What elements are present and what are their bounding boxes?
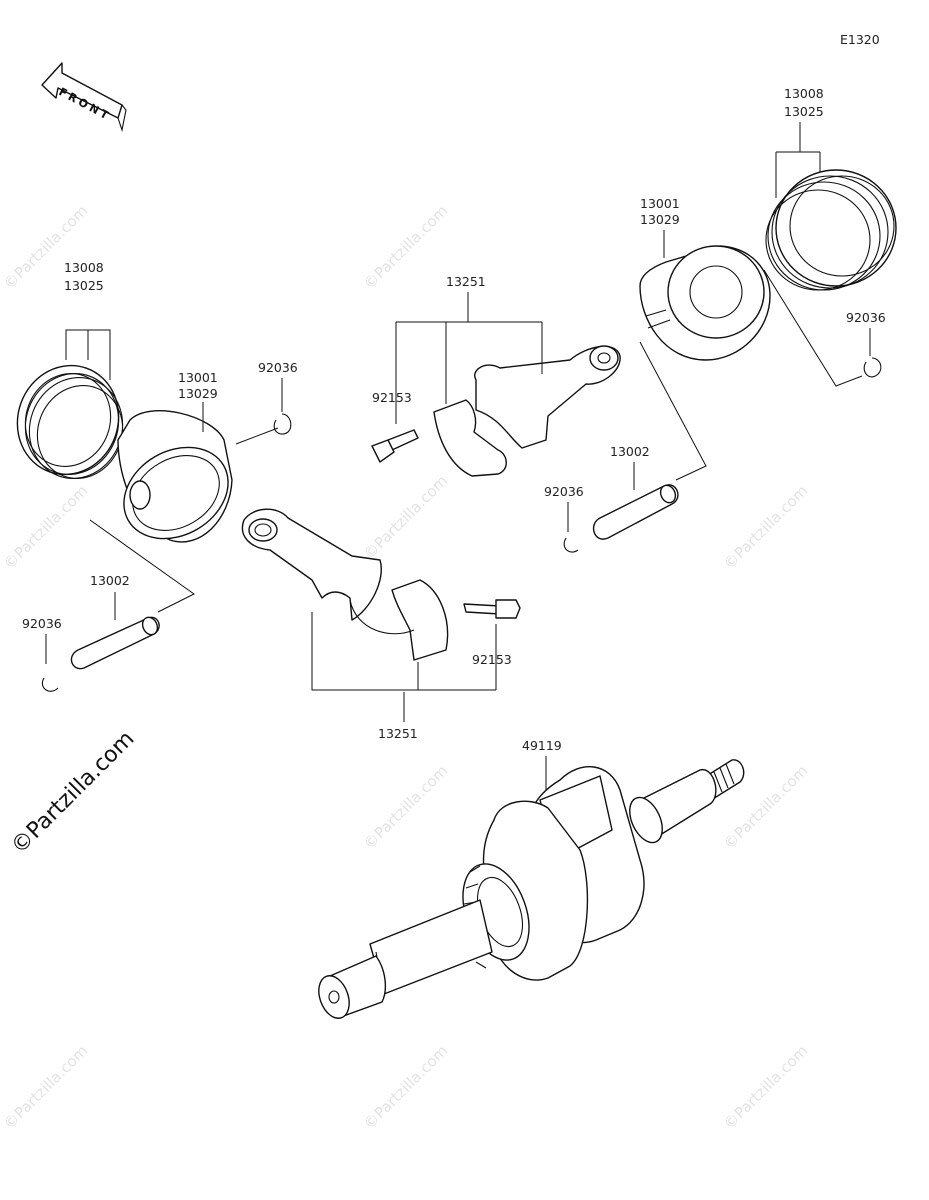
leader-line — [235, 378, 283, 445]
leader-line — [89, 519, 195, 613]
part-number-13002-left: 13002 — [90, 573, 130, 588]
part-number-13251-center: 13251 — [446, 274, 486, 289]
part-number-13029-right: 13029 — [640, 212, 680, 227]
left-piston — [117, 410, 233, 543]
right-piston — [639, 245, 771, 361]
left-rod-bolt — [463, 599, 521, 619]
right-circlip-top — [863, 357, 882, 378]
watermark-text: ©Partzilla.com — [720, 482, 811, 573]
leader-line — [395, 292, 543, 424]
part-number-92036-right-top: 92036 — [846, 310, 886, 325]
left-circlip-bottom — [41, 677, 59, 692]
watermark-text: ©Partzilla.com — [360, 762, 451, 853]
part-number-92036-right-bottom: 92036 — [544, 484, 584, 499]
leader-line — [639, 341, 707, 481]
right-piston-rings — [765, 169, 897, 291]
center-connecting-rod — [433, 345, 621, 477]
watermark-text: ©Partzilla.com — [360, 202, 451, 293]
part-number-92153-center: 92153 — [372, 390, 412, 405]
partzilla-logo-text: ©Partzilla.com — [7, 726, 140, 859]
watermark-text: ©Partzilla.com — [360, 1042, 451, 1133]
part-number-13001-right: 13001 — [640, 196, 680, 211]
front-arrow-icon: FRONT — [41, 62, 127, 133]
part-number-13025-right: 13025 — [784, 104, 824, 119]
right-circlip-bottom — [563, 537, 579, 553]
center-rod-bolt — [371, 429, 419, 463]
leader-line — [65, 329, 111, 380]
part-number-92153-left: 92153 — [472, 652, 512, 667]
watermark-text: ©Partzilla.com — [0, 1042, 91, 1133]
part-number-13001-left: 13001 — [178, 370, 218, 385]
crankshaft — [318, 759, 745, 1019]
part-number-13008-right: 13008 — [784, 86, 824, 101]
part-number-13029-left: 13029 — [178, 386, 218, 401]
left-piston-pin — [70, 616, 160, 670]
leader-line — [775, 122, 821, 198]
part-number-13025-left: 13025 — [64, 278, 104, 293]
leader-line — [311, 612, 497, 691]
left-circlip-top — [273, 413, 292, 435]
part-number-49119: 49119 — [522, 738, 562, 753]
leader-line — [763, 269, 871, 387]
watermark-text: ©Partzilla.com — [0, 482, 91, 573]
part-number-92036-left-top: 92036 — [258, 360, 298, 375]
watermark-text: ©Partzilla.com — [720, 1042, 811, 1133]
part-number-13251-left: 13251 — [378, 726, 418, 741]
watermark-text: ©Partzilla.com — [360, 472, 451, 563]
part-number-92036-left-bottom: 92036 — [22, 616, 62, 631]
right-piston-pin — [592, 484, 679, 540]
left-connecting-rod — [241, 508, 449, 661]
diagram-code: E1320 — [840, 32, 880, 47]
left-piston-rings — [16, 364, 124, 479]
part-number-13002-right: 13002 — [610, 444, 650, 459]
part-number-13008-left: 13008 — [64, 260, 104, 275]
